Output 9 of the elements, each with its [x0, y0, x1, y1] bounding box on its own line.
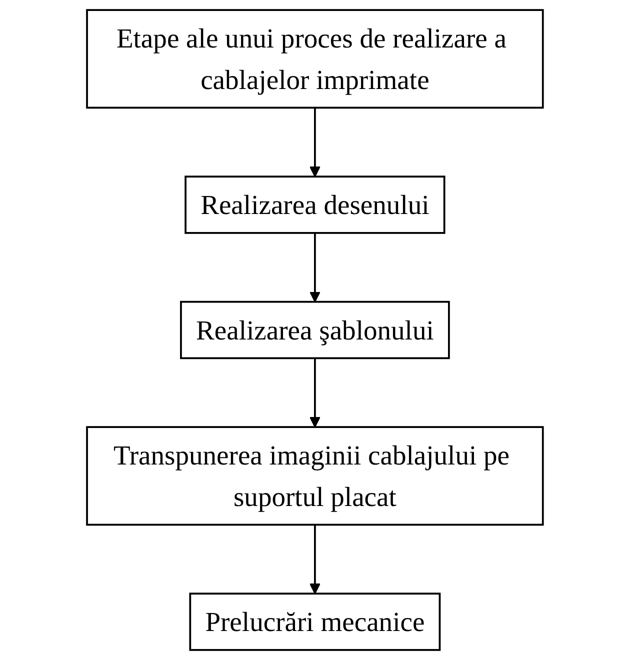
node-box: Etape ale unui proces de realizare a cablajelor imprimate	[86, 9, 544, 109]
node-box: Realizarea desenului	[184, 176, 445, 234]
arrow	[308, 524, 320, 594]
node-box: Realizarea şablonului	[180, 300, 450, 360]
node-box: Prelucrări mecanice	[188, 592, 440, 651]
arrow	[308, 358, 320, 428]
arrow	[308, 108, 320, 178]
node-box: Transpunerea imaginii cablajului pe suportul placat	[86, 426, 544, 526]
arrow	[308, 232, 320, 302]
